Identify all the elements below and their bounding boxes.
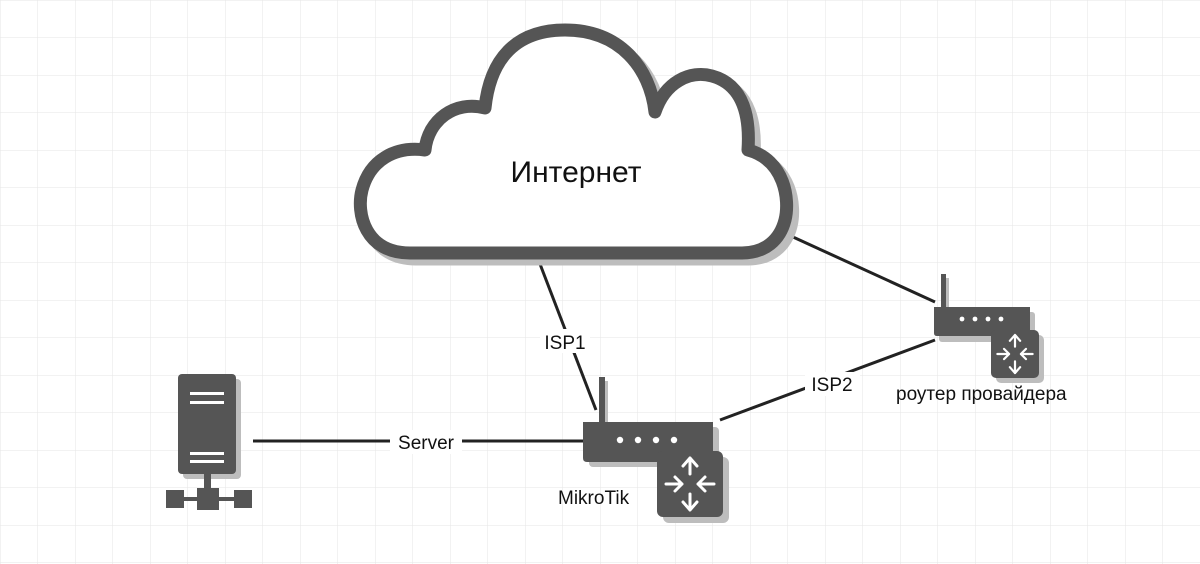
server-slot-4 [190,460,224,463]
server-slot-3 [190,452,224,455]
server-label: Server [398,433,455,454]
mikrotik-label: MikroTik [558,488,630,509]
mikrotik-led-2 [634,436,642,444]
server-label-bg [390,430,462,454]
provider-led-2 [972,316,978,322]
server-tower [178,374,236,474]
isp1-label-bg [540,329,590,353]
provider-router[interactable] [934,274,1044,383]
provider-led-1 [959,316,965,322]
server-device[interactable] [166,374,252,510]
provider-antenna-shadow [946,278,949,312]
server-network-node-left [166,490,184,508]
mikrotik-led-3 [652,436,660,444]
provider-antenna [941,274,946,312]
mikrotik-antenna [599,377,605,425]
mikrotik-router[interactable] [583,377,729,523]
isp2-label: ISP2 [811,375,852,396]
cloud-label: Интернет [511,156,642,189]
cloud-outline [353,23,794,260]
link-cloud-provider-line[interactable] [792,235,936,304]
provider-led-3 [985,316,991,322]
isp2-label-bg [805,372,860,396]
server-network-node-right [234,490,252,508]
server-slot-1 [190,392,224,395]
server-network-stem [204,474,211,488]
provider-router-label: роутер провайдера [896,384,1067,405]
server-network-node-center [197,488,219,510]
provider-body [934,307,1030,336]
internet-cloud[interactable]: Интернет [353,23,800,266]
provider-led-4 [998,316,1004,322]
mikrotik-antenna-shadow [605,381,608,425]
mikrotik-routing-badge [657,451,723,517]
mikrotik-led-4 [670,436,678,444]
isp1-label: ISP1 [544,333,585,354]
link-labels: ISP1 ISP2 Server [390,329,860,454]
mikrotik-led-1 [616,436,624,444]
provider-routing-badge [991,330,1039,378]
server-slot-2 [190,401,224,404]
